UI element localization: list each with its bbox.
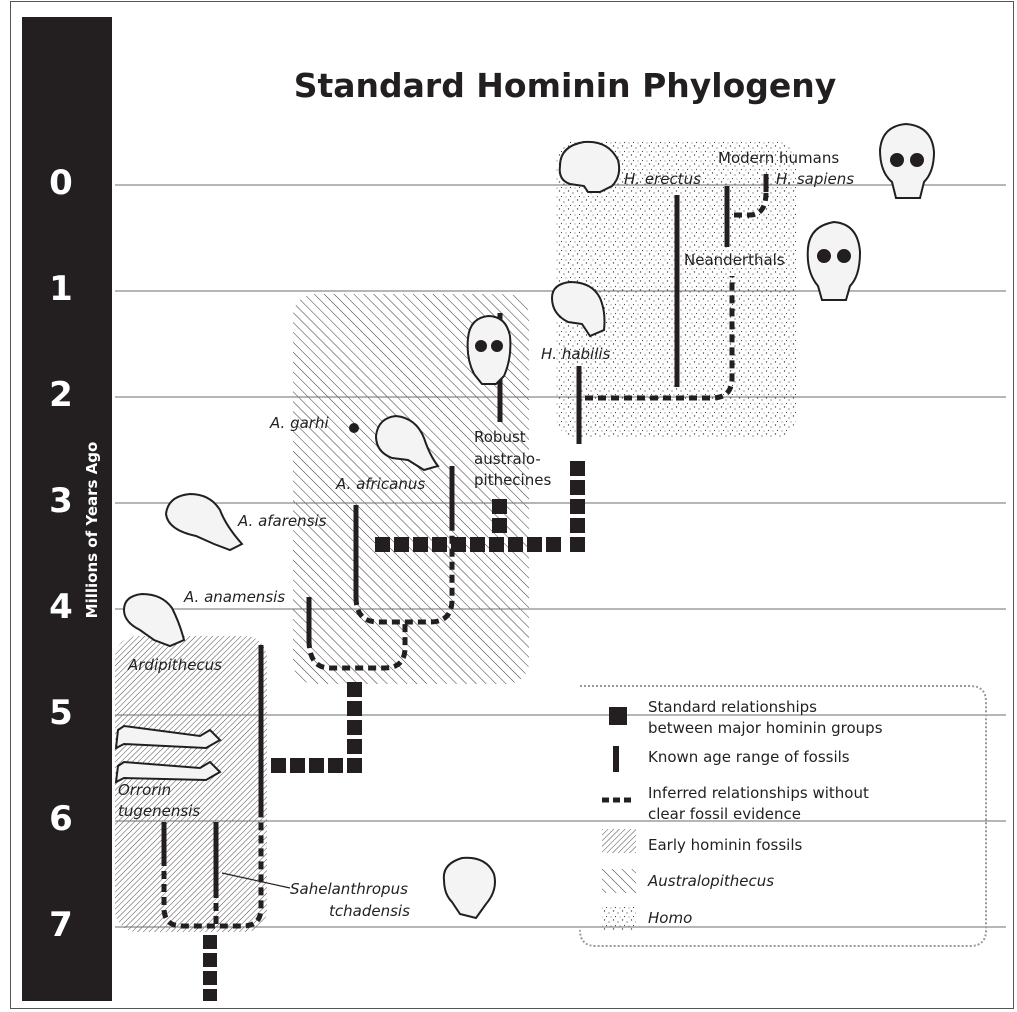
early-hominin-region — [115, 636, 267, 932]
figure-frame — [10, 1, 1014, 1009]
sahelanthropus-leader — [221, 872, 291, 889]
legend-standard-line-1: Standard relationships — [648, 698, 817, 716]
label-modern-humans: Modern humans — [718, 149, 840, 167]
legend-swatch-early — [602, 829, 636, 853]
label-sahelanthropus-line-2: tchadensis — [329, 902, 410, 920]
label-a-afarensis: A. afarensis — [238, 512, 327, 530]
axis-tick-6: 6 — [49, 799, 73, 839]
legend-box — [579, 685, 987, 947]
label-ardipithecus: Ardipithecus — [128, 656, 222, 674]
label-a-africanus: A. africanus — [336, 475, 426, 493]
legend-australopithecus: Australopithecus — [648, 872, 775, 890]
legend-homo: Homo — [648, 909, 693, 927]
label-neanderthals: Neanderthals — [684, 251, 785, 269]
a-garhi-point — [349, 423, 359, 433]
australopithecus-region — [293, 294, 529, 684]
axis-title: Millions of Years Ago — [83, 441, 101, 619]
standard-relationship-blocks — [203, 461, 585, 1001]
inferred-relationship-paths — [161, 191, 769, 929]
legend-known-range: Known age range of fossils — [648, 748, 850, 766]
legend-swatch-known — [613, 746, 619, 772]
label-a-anamensis: A. anamensis — [184, 588, 286, 606]
gridlines — [115, 184, 1006, 928]
axis-tick-5: 5 — [49, 693, 73, 733]
label-orrorin-line-1: Orrorin — [118, 781, 172, 799]
axis-tick-1: 1 — [49, 269, 73, 309]
axis-tick-4: 4 — [49, 587, 73, 627]
legend-inferred-line-2: clear fossil evidence — [648, 805, 801, 823]
label-robust-line-3: pithecines — [474, 471, 552, 489]
label-h-habilis: H. habilis — [541, 345, 611, 363]
label-robust-line-2: australo- — [474, 450, 541, 468]
legend-early: Early hominin fossils — [648, 836, 803, 854]
label-robust-line-1: Robust — [474, 428, 526, 446]
legend-swatch-standard — [609, 707, 627, 725]
label-a-garhi: A. garhi — [270, 414, 329, 432]
legend-swatch-homo — [602, 906, 636, 930]
label-sahelanthropus-line-1: Sahelanthropus — [290, 880, 408, 898]
axis-tick-0: 0 — [49, 163, 73, 203]
axis-tick-3: 3 — [49, 481, 73, 521]
legend-inferred-line-1: Inferred relationships without — [648, 784, 869, 802]
label-orrorin-line-2: tugenensis — [118, 802, 201, 820]
page-title: Standard Hominin Phylogeny — [293, 66, 837, 105]
skull-icon — [114, 122, 936, 920]
axis-tick-7: 7 — [49, 905, 73, 945]
label-h-erectus: H. erectus — [624, 170, 701, 188]
time-axis-bar — [22, 17, 112, 1001]
axis-tick-2: 2 — [49, 375, 73, 415]
legend-standard-line-2: between major hominin groups — [648, 719, 883, 737]
label-h-sapiens: H. sapiens — [776, 170, 855, 188]
legend-swatch-australopithecus — [602, 869, 636, 893]
